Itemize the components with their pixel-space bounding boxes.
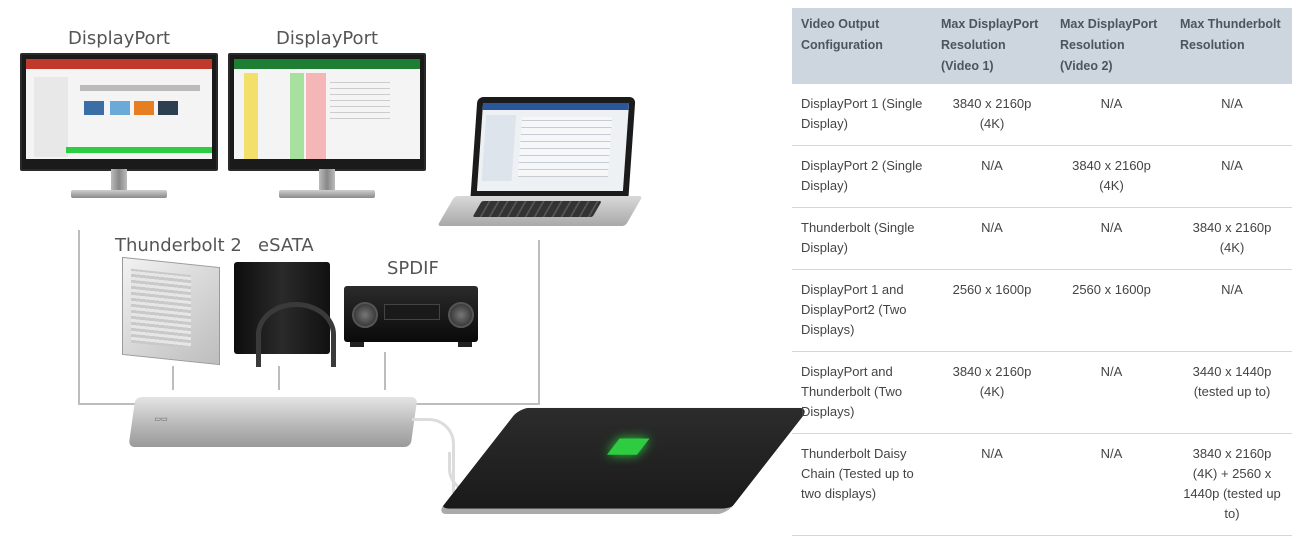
cell-dp2: N/A xyxy=(1051,207,1171,270)
cell-dp1: 3840 x 2160p (4K) xyxy=(932,351,1051,434)
header-dp1: Max DisplayPort Resolution (Video 1) xyxy=(932,8,1051,84)
monitor-left-screen xyxy=(26,59,212,159)
connector-line-esata xyxy=(278,366,280,390)
thunderbolt-dock: ▭▭ xyxy=(128,397,418,447)
video-output-table: Video Output Configuration Max DisplayPo… xyxy=(792,8,1292,536)
cell-config: DisplayPort 1 and DisplayPort2 (Two Disp… xyxy=(792,269,932,352)
cell-dp1: 2560 x 1600p xyxy=(932,269,1051,352)
thunderbolt-drive xyxy=(122,256,220,366)
connection-diagram: DisplayPort DisplayPort xyxy=(20,28,810,515)
connector-line-right-h xyxy=(412,403,540,405)
table-row: DisplayPort 1 (Single Display) 3840 x 21… xyxy=(792,84,1292,146)
cell-dp2: 2560 x 1600p xyxy=(1051,269,1171,352)
cell-dp2: N/A xyxy=(1051,84,1171,146)
cell-tb: 3840 x 2160p (4K) + 2560 x 1440p (tested… xyxy=(1171,433,1292,536)
label-esata: eSATA xyxy=(258,235,314,256)
cell-tb: N/A xyxy=(1171,145,1292,208)
connector-line-right xyxy=(538,240,540,404)
monitor-left xyxy=(20,53,218,171)
receiver-knob-right xyxy=(448,302,474,328)
table-row: DisplayPort and Thunderbolt (Two Display… xyxy=(792,351,1292,434)
cell-tb: 3440 x 1440p (tested up to) xyxy=(1171,351,1292,434)
label-displayport-right: DisplayPort xyxy=(276,28,379,49)
cell-dp2: N/A xyxy=(1051,433,1171,536)
label-displayport-left: DisplayPort xyxy=(68,28,171,49)
connector-line-tb xyxy=(172,366,174,390)
cell-dp1: N/A xyxy=(932,207,1051,270)
label-thunderbolt2: Thunderbolt 2 xyxy=(115,235,242,256)
monitor-right xyxy=(228,53,426,171)
monitor-left-base xyxy=(71,190,167,198)
connector-line-left-h xyxy=(78,403,136,405)
cell-config: Thunderbolt Daisy Chain (Tested up to tw… xyxy=(792,433,932,536)
monitor-left-stand xyxy=(111,169,127,191)
header-config: Video Output Configuration xyxy=(792,8,932,84)
monitor-right-base xyxy=(279,190,375,198)
table-row: Thunderbolt Daisy Chain (Tested up to tw… xyxy=(792,433,1292,536)
header-tb: Max Thunderbolt Resolution xyxy=(1171,8,1292,84)
esata-drive xyxy=(234,262,336,367)
connector-line-left xyxy=(78,230,80,404)
label-spdif: SPDIF xyxy=(387,258,439,279)
laptop-screen xyxy=(470,97,636,197)
spdif-receiver xyxy=(344,286,478,347)
cell-config: DisplayPort and Thunderbolt (Two Display… xyxy=(792,351,932,434)
receiver-knob-left xyxy=(352,302,378,328)
table-row: Thunderbolt (Single Display) N/A N/A 384… xyxy=(792,207,1292,270)
table-header-row: Video Output Configuration Max DisplayPo… xyxy=(792,8,1292,84)
monitor-right-stand xyxy=(319,169,335,191)
cell-dp2: N/A xyxy=(1051,351,1171,434)
cell-config: DisplayPort 2 (Single Display) xyxy=(792,145,932,208)
green-logo-icon xyxy=(606,438,650,455)
header-dp2: Max DisplayPort Resolution (Video 2) xyxy=(1051,8,1171,84)
monitor-right-screen xyxy=(234,59,420,159)
cell-dp1: N/A xyxy=(932,433,1051,536)
table-row: DisplayPort 2 (Single Display) N/A 3840 … xyxy=(792,145,1292,208)
laptop-keyboard xyxy=(437,196,643,226)
dock-logo-icon: ▭▭ xyxy=(153,416,169,423)
cell-dp2: 3840 x 2160p (4K) xyxy=(1051,145,1171,208)
closed-laptop xyxy=(436,407,810,515)
cell-config: Thunderbolt (Single Display) xyxy=(792,207,932,270)
cell-tb: N/A xyxy=(1171,269,1292,352)
table-row: DisplayPort 1 and DisplayPort2 (Two Disp… xyxy=(792,269,1292,352)
cell-dp1: N/A xyxy=(932,145,1051,208)
cell-config: DisplayPort 1 (Single Display) xyxy=(792,84,932,146)
cell-tb: 3840 x 2160p (4K) xyxy=(1171,207,1292,270)
cell-tb: N/A xyxy=(1171,84,1292,146)
connector-line-spdif xyxy=(384,352,386,390)
cell-dp1: 3840 x 2160p (4K) xyxy=(932,84,1051,146)
